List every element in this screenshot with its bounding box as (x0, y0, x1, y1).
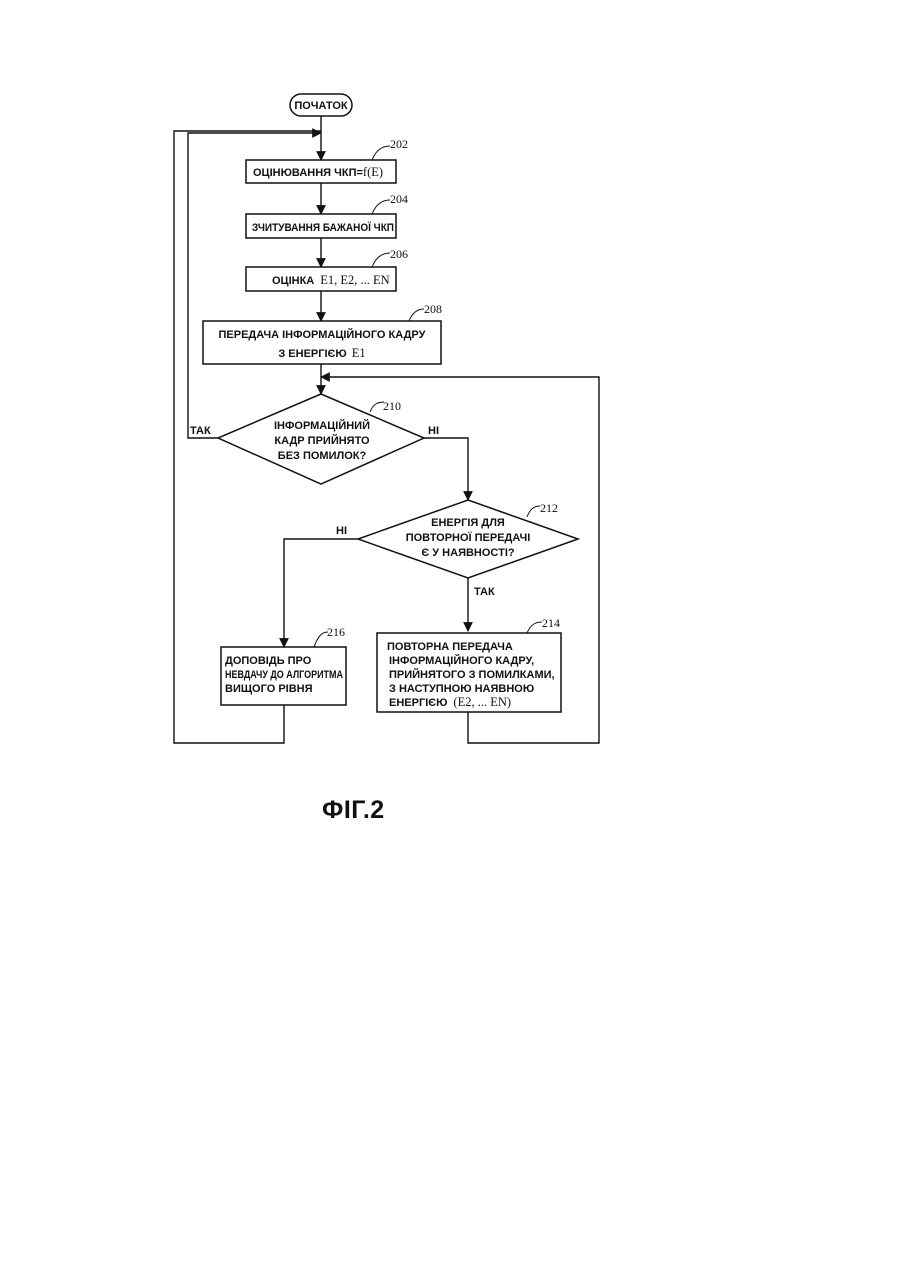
node-208-line1: ПЕРЕДАЧА ІНФОРМАЦІЙНОГО КАДРУ (219, 328, 426, 341)
node-214-line1: ПОВТОРНА ПЕРЕДАЧА (387, 641, 513, 653)
node-214-line4: З НАСТУПНОЮ НАЯВНОЮ (389, 683, 534, 695)
node-206: ОЦІНКА E1, E2, ... EN 206 (246, 247, 408, 291)
ref-210: 210 (383, 399, 401, 413)
ref-214: 214 (542, 616, 560, 630)
node-204-text: ЗЧИТУВАННЯ БАЖАНОЇ ЧКП (252, 221, 394, 234)
ref-212: 212 (540, 501, 558, 515)
node-210-line1: ІНФОРМАЦІЙНИЙ (274, 419, 370, 432)
node-210-decision: ІНФОРМАЦІЙНИЙ КАДР ПРИЙНЯТО БЕЗ ПОМИЛОК?… (218, 394, 424, 484)
node-202-text: ОЦІНЮВАННЯ ЧКП= (253, 167, 363, 179)
node-212-decision: ЕНЕРГІЯ ДЛЯ ПОВТОРНОЇ ПЕРЕДАЧІ Є У НАЯВН… (358, 500, 578, 578)
ref-216: 216 (327, 625, 345, 639)
node-208-formula: E1 (352, 346, 366, 360)
node-214-line5: ЕНЕРГІЄЮ (389, 697, 447, 709)
node-216-line3: ВИЩОГО РІВНЯ (225, 683, 313, 695)
label-yes-212: ТАК (474, 586, 495, 598)
label-no-210: НІ (428, 425, 439, 437)
edge-212-no-to-216 (284, 539, 358, 647)
node-216-line2: НЕВДАЧУ ДО АЛГОРИТМА (225, 669, 343, 681)
svg-text:ОЦІНКАE1, E2, ... EN: ОЦІНКА E1, E2, ... EN (272, 273, 390, 287)
node-214: ПОВТОРНА ПЕРЕДАЧА ІНФОРМАЦІЙНОГО КАДРУ, … (377, 616, 561, 712)
node-206-text: ОЦІНКА (272, 275, 314, 287)
node-202-formula: f(E) (363, 165, 383, 179)
figure-caption: ФІГ.2 (322, 796, 385, 825)
start-label: ПОЧАТОК (294, 100, 348, 112)
node-start: ПОЧАТОК (290, 94, 352, 116)
node-202: ОЦІНЮВАННЯ ЧКП=f(E) 202 (246, 137, 408, 183)
node-206-formula: E1, E2, ... EN (320, 273, 389, 287)
svg-text:З ЕНЕРГІЄЮE1: З ЕНЕРГІЄЮ E1 (278, 346, 365, 360)
ref-202: 202 (390, 137, 408, 151)
node-212-line2: ПОВТОРНОЇ ПЕРЕДАЧІ (406, 531, 531, 544)
svg-text:ОЦІНЮВАННЯ ЧКП=f(E): ОЦІНЮВАННЯ ЧКП=f(E) (253, 165, 383, 179)
node-216-line1: ДОПОВІДЬ ПРО (225, 655, 312, 667)
ref-204: 204 (390, 192, 408, 206)
node-210-line3: БЕЗ ПОМИЛОК? (278, 450, 367, 462)
ref-206: 206 (390, 247, 408, 261)
node-214-line3: ПРИЙНЯТОГО З ПОМИЛКАМИ, (389, 668, 555, 681)
edge-210-no-to-212 (424, 438, 468, 500)
node-208-line2: З ЕНЕРГІЄЮ (278, 348, 346, 360)
node-208: ПЕРЕДАЧА ІНФОРМАЦІЙНОГО КАДРУ З ЕНЕРГІЄЮ… (203, 302, 442, 364)
label-no-212: НІ (336, 525, 347, 537)
node-210-line2: КАДР ПРИЙНЯТО (274, 434, 370, 447)
ref-208: 208 (424, 302, 442, 316)
node-214-formula: (E2, ... EN) (453, 695, 511, 709)
node-204: ЗЧИТУВАННЯ БАЖАНОЇ ЧКП 204 (246, 192, 408, 238)
node-212-line1: ЕНЕРГІЯ ДЛЯ (431, 517, 505, 529)
node-212-line3: Є У НАЯВНОСТІ? (421, 547, 514, 559)
label-yes-210: ТАК (190, 425, 211, 437)
node-214-line2: ІНФОРМАЦІЙНОГО КАДРУ, (389, 654, 534, 667)
